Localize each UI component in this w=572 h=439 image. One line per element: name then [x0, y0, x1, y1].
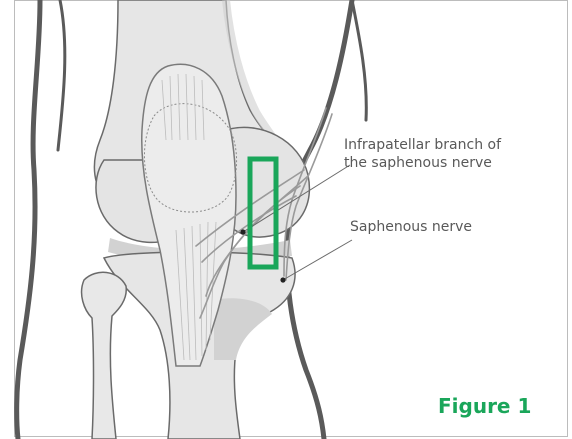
leg-outline-left: [17, 0, 40, 439]
pointer-dot-saphenous: [280, 277, 285, 282]
pointer-dot-infrapatellar: [240, 229, 245, 234]
figure-caption: Figure 1: [438, 393, 531, 419]
label-saphenous-nerve: Saphenous nerve: [350, 218, 472, 236]
label-infrapatellar-line-1: Infrapatellar branch of: [344, 136, 501, 154]
leg-outline-right-outer: [352, 0, 366, 120]
label-infrapatellar-line-2: the saphenous nerve: [344, 154, 501, 172]
leg-outline-left-inner: [58, 0, 65, 150]
fibula: [82, 272, 127, 439]
label-infrapatellar-branch: Infrapatellar branch of the saphenous ne…: [344, 136, 501, 172]
